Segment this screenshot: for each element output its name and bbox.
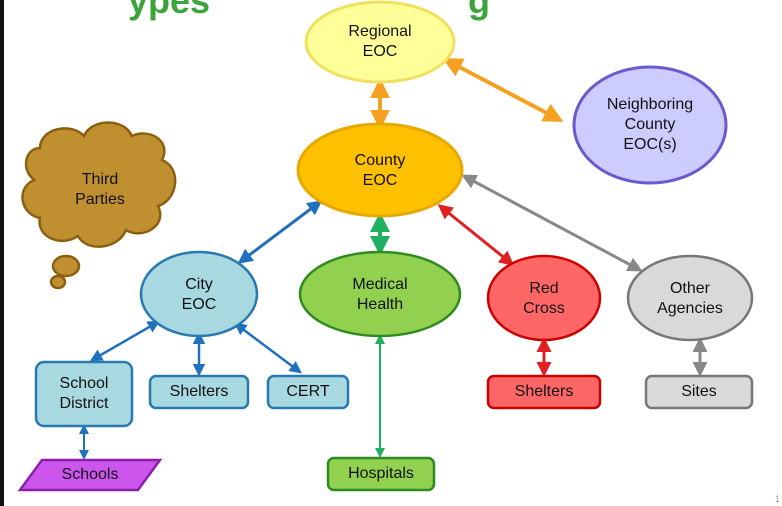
arrow-city-cert (234, 322, 302, 374)
node-third-parties-shape (21, 121, 177, 290)
node-red-cross-shape (486, 254, 602, 342)
node-redcross-shelters-shape (486, 374, 602, 410)
node-neighboring-eoc-shape (572, 65, 728, 185)
page-number: 1 (774, 494, 780, 504)
arrow-county-redcross (437, 204, 515, 266)
node-cert-shape (266, 374, 350, 410)
node-sites-shape (644, 374, 754, 410)
arrow-regional-neighboring (442, 58, 564, 122)
node-regional-eoc-shape (304, 0, 456, 84)
arrow-city-school (89, 320, 161, 362)
node-school-district-shape (34, 360, 134, 428)
node-schools-shape (17, 458, 163, 492)
slide-left-border (0, 0, 4, 506)
node-other-agencies-shape (626, 254, 754, 342)
slide-title-fragment-left: ypes (128, 0, 211, 21)
arrow-county-city (237, 200, 323, 264)
node-medical-health-shape (298, 250, 462, 338)
node-city-shelters-shape (148, 374, 250, 410)
node-county-eoc-shape (296, 122, 464, 218)
arrow-county-other (461, 174, 643, 272)
slide-title-fragment-right: g (468, 0, 490, 21)
node-city-eoc-shape (139, 250, 259, 338)
node-hospitals-shape (326, 456, 436, 492)
